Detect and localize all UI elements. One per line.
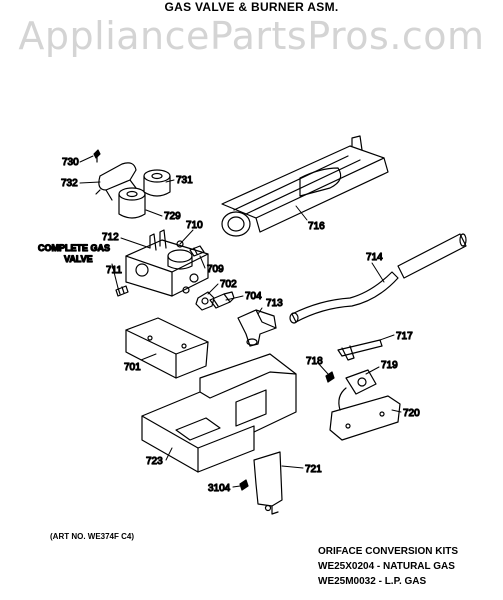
part-709-fitting — [189, 245, 205, 257]
label-711: 711 — [106, 265, 122, 276]
part-721-shield — [253, 451, 283, 515]
label-716: 716 — [308, 221, 325, 232]
part-731-coil — [143, 169, 171, 197]
part-714-tube — [289, 233, 467, 324]
part-729-coil — [118, 187, 146, 219]
label-702: 702 — [220, 279, 237, 290]
label-713: 713 — [266, 298, 283, 309]
part-717-igniter-pin — [337, 339, 383, 361]
watermark: AppliancePartsPros.com — [18, 14, 485, 58]
label-710: 710 — [186, 220, 203, 231]
part-713-elbow — [237, 309, 277, 347]
part-730-screw — [93, 149, 101, 163]
page-title: GAS VALVE & BURNER ASM. — [164, 0, 339, 14]
part-723-mounting-bracket — [141, 353, 297, 473]
label-718: 718 — [306, 356, 323, 367]
label-709: 709 — [207, 264, 224, 275]
part-720-bracket — [329, 395, 401, 441]
part-701-bracket — [125, 317, 209, 379]
art-number: (ART NO. WE374F C4) — [50, 532, 135, 541]
label-704: 704 — [245, 291, 262, 302]
complete-gas-valve-line-1: COMPLETE GAS — [38, 243, 110, 253]
part-704-orifice — [209, 291, 235, 309]
leader-lines — [79, 155, 402, 488]
kit-lp-gas: WE25M0032 - L.P. GAS — [318, 576, 427, 587]
label-731: 731 — [176, 175, 193, 186]
kits-heading: ORIFACE CONVERSION KITS — [318, 546, 459, 557]
label-729: 729 — [164, 211, 181, 222]
label-730: 730 — [62, 157, 79, 168]
label-717: 717 — [396, 331, 413, 342]
part-712-gas-valve — [125, 229, 209, 297]
orifice-conversion-kits: ORIFACE CONVERSION KITS WE25X0204 - NATU… — [318, 544, 458, 589]
part-711-fitting — [115, 285, 129, 297]
label-714: 714 — [366, 252, 383, 263]
complete-gas-valve-line-2: VALVE — [64, 254, 93, 264]
part-732-bracket — [95, 162, 137, 201]
label-3104: 3104 — [208, 483, 231, 494]
part-718-screw — [325, 371, 335, 383]
label-720: 720 — [403, 408, 420, 419]
part-716-burner — [221, 135, 389, 237]
label-723: 723 — [146, 456, 163, 467]
label-701: 701 — [124, 362, 141, 373]
label-719: 719 — [381, 360, 398, 371]
part-3104-screw — [239, 479, 249, 491]
part-719-igniter — [338, 369, 377, 411]
label-732: 732 — [61, 178, 78, 189]
part-702-nut — [195, 291, 215, 311]
label-712: 712 — [102, 232, 119, 243]
kit-natural-gas: WE25X0204 - NATURAL GAS — [318, 561, 455, 572]
label-721: 721 — [305, 464, 322, 475]
